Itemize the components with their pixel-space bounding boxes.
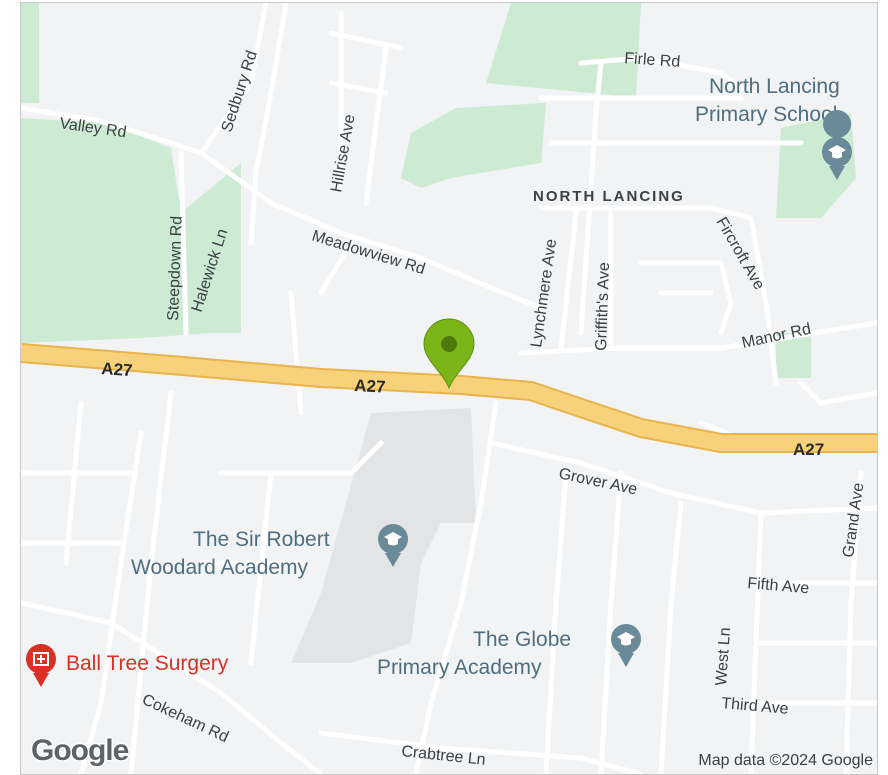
poi-label-line1: North Lancing (709, 75, 840, 98)
map-viewport[interactable]: Valley Rd Sedbury Rd Hillrise Ave Firle … (20, 2, 878, 775)
label-lynchmere-ave: Lynchmere Ave (528, 238, 560, 349)
poi-label-line2: Woodard Academy (131, 556, 309, 579)
label-sedbury-rd: Sedbury Rd (219, 49, 261, 135)
poi-globe-primary-academy[interactable]: The Globe Primary Academy (377, 624, 641, 679)
label-hillrise-ave: Hillrise Ave (328, 113, 358, 194)
label-firle-rd: Firle Rd (624, 50, 681, 71)
label-third-ave: Third Ave (721, 695, 790, 718)
map-canvas[interactable]: Valley Rd Sedbury Rd Hillrise Ave Firle … (21, 3, 877, 774)
medical-icon (26, 644, 56, 687)
label-crabtree-ln: Crabtree Ln (401, 743, 487, 769)
label-fifth-ave: Fifth Ave (747, 575, 810, 597)
area-label-north-lancing: NORTH LANCING (533, 188, 685, 205)
google-logo: Google (31, 734, 129, 767)
location-pin-icon[interactable] (423, 318, 475, 390)
a27-road (21, 343, 877, 453)
poi-label-line2: Primary School (695, 103, 837, 126)
label-griffiths-ave: Griffith's Ave (593, 262, 613, 351)
map-attribution[interactable]: Map data ©2024 Google (698, 752, 873, 769)
label-west-ln: West Ln (713, 627, 734, 686)
poi-label-line1: The Globe (473, 628, 571, 651)
poi-ball-tree-surgery[interactable]: Ball Tree Surgery (26, 644, 229, 687)
label-steepdown-rd: Steepdown Rd (165, 216, 186, 321)
poi-label: Ball Tree Surgery (66, 652, 229, 675)
school-icon (611, 624, 641, 667)
minor-roads (21, 3, 877, 774)
a27-labels: A27 A27 A27 (101, 359, 824, 459)
school-icon (822, 110, 852, 180)
a27-label-west: A27 (101, 359, 133, 380)
poi-label-line1: The Sir Robert (193, 528, 330, 551)
label-grand-ave: Grand Ave (840, 482, 867, 559)
school-icon (378, 524, 408, 567)
label-cokeham-rd: Cokeham Rd (139, 691, 231, 746)
a27-label-east: A27 (793, 440, 824, 459)
poi-north-lancing-primary-school[interactable]: North Lancing Primary School (695, 75, 852, 180)
poi-label-line2: Primary Academy (377, 656, 542, 679)
poi-sir-robert-woodard-academy[interactable]: The Sir Robert Woodard Academy (131, 524, 408, 579)
a27-label-center: A27 (354, 376, 386, 397)
